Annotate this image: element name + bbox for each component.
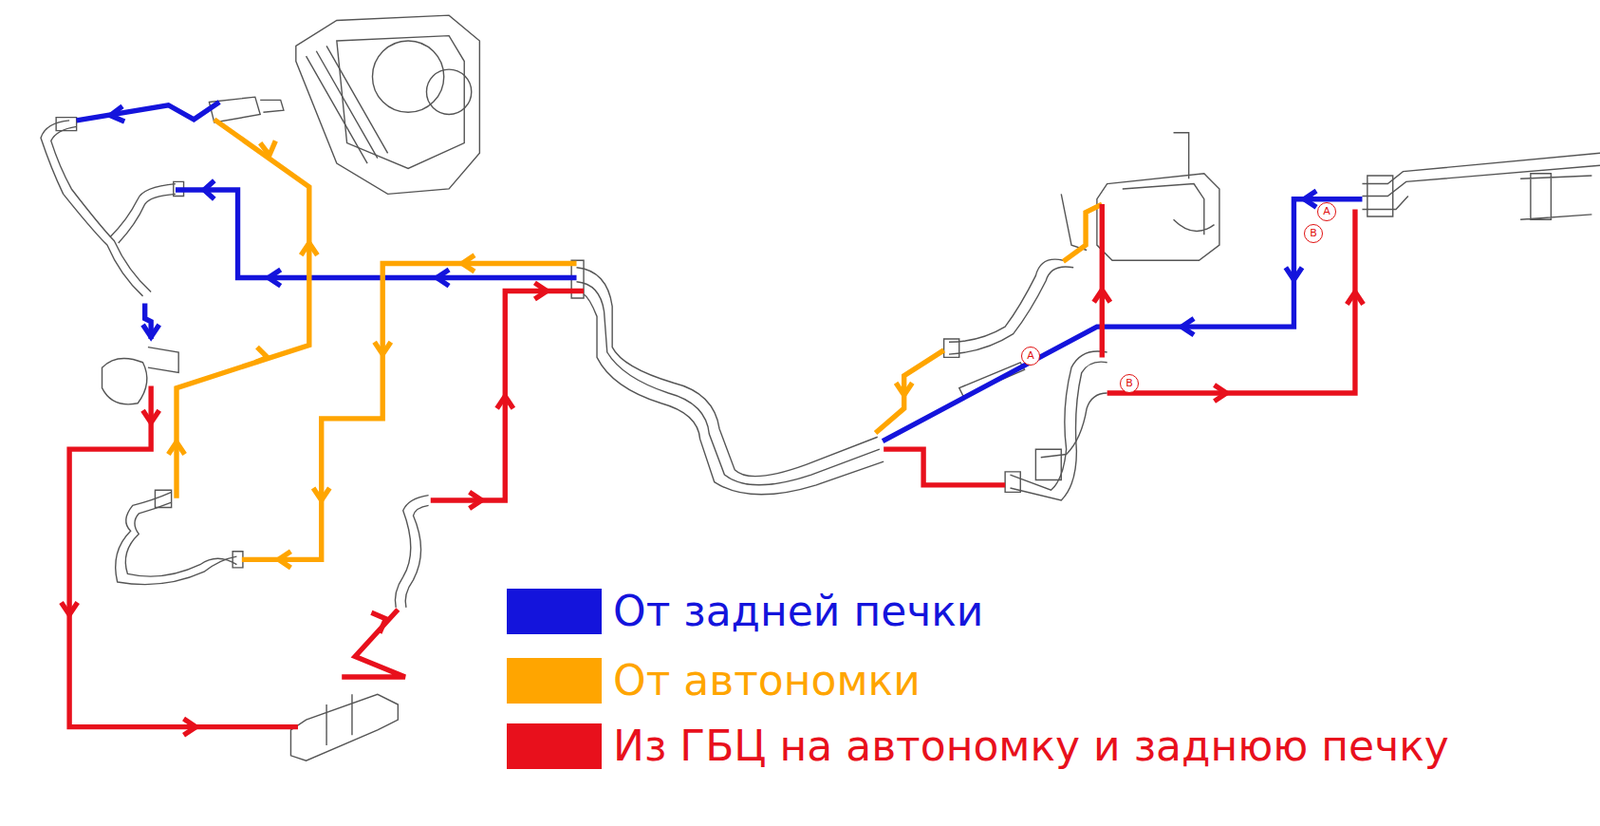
callout-letter: B: [1119, 373, 1139, 393]
legend-text: От автономки: [613, 655, 921, 705]
legend-text: Из ГБЦ на автономку и заднюю печку: [613, 721, 1450, 770]
parts-outline: [40, 15, 1600, 761]
legend-swatch: [506, 723, 602, 769]
callout-letter: B: [1303, 223, 1323, 243]
legend-row: От задней печки: [506, 586, 984, 635]
legend-swatch: [506, 588, 602, 634]
legend-text: От задней печки: [613, 586, 984, 635]
legend-row: Из ГБЦ на автономку и заднюю печку: [506, 721, 1450, 770]
legend-swatch: [506, 657, 602, 704]
callout-letter: A: [1021, 346, 1041, 366]
flow-lines: [61, 102, 1364, 736]
callout-letter: A: [1317, 202, 1337, 222]
legend-row: От автономки: [506, 655, 921, 705]
